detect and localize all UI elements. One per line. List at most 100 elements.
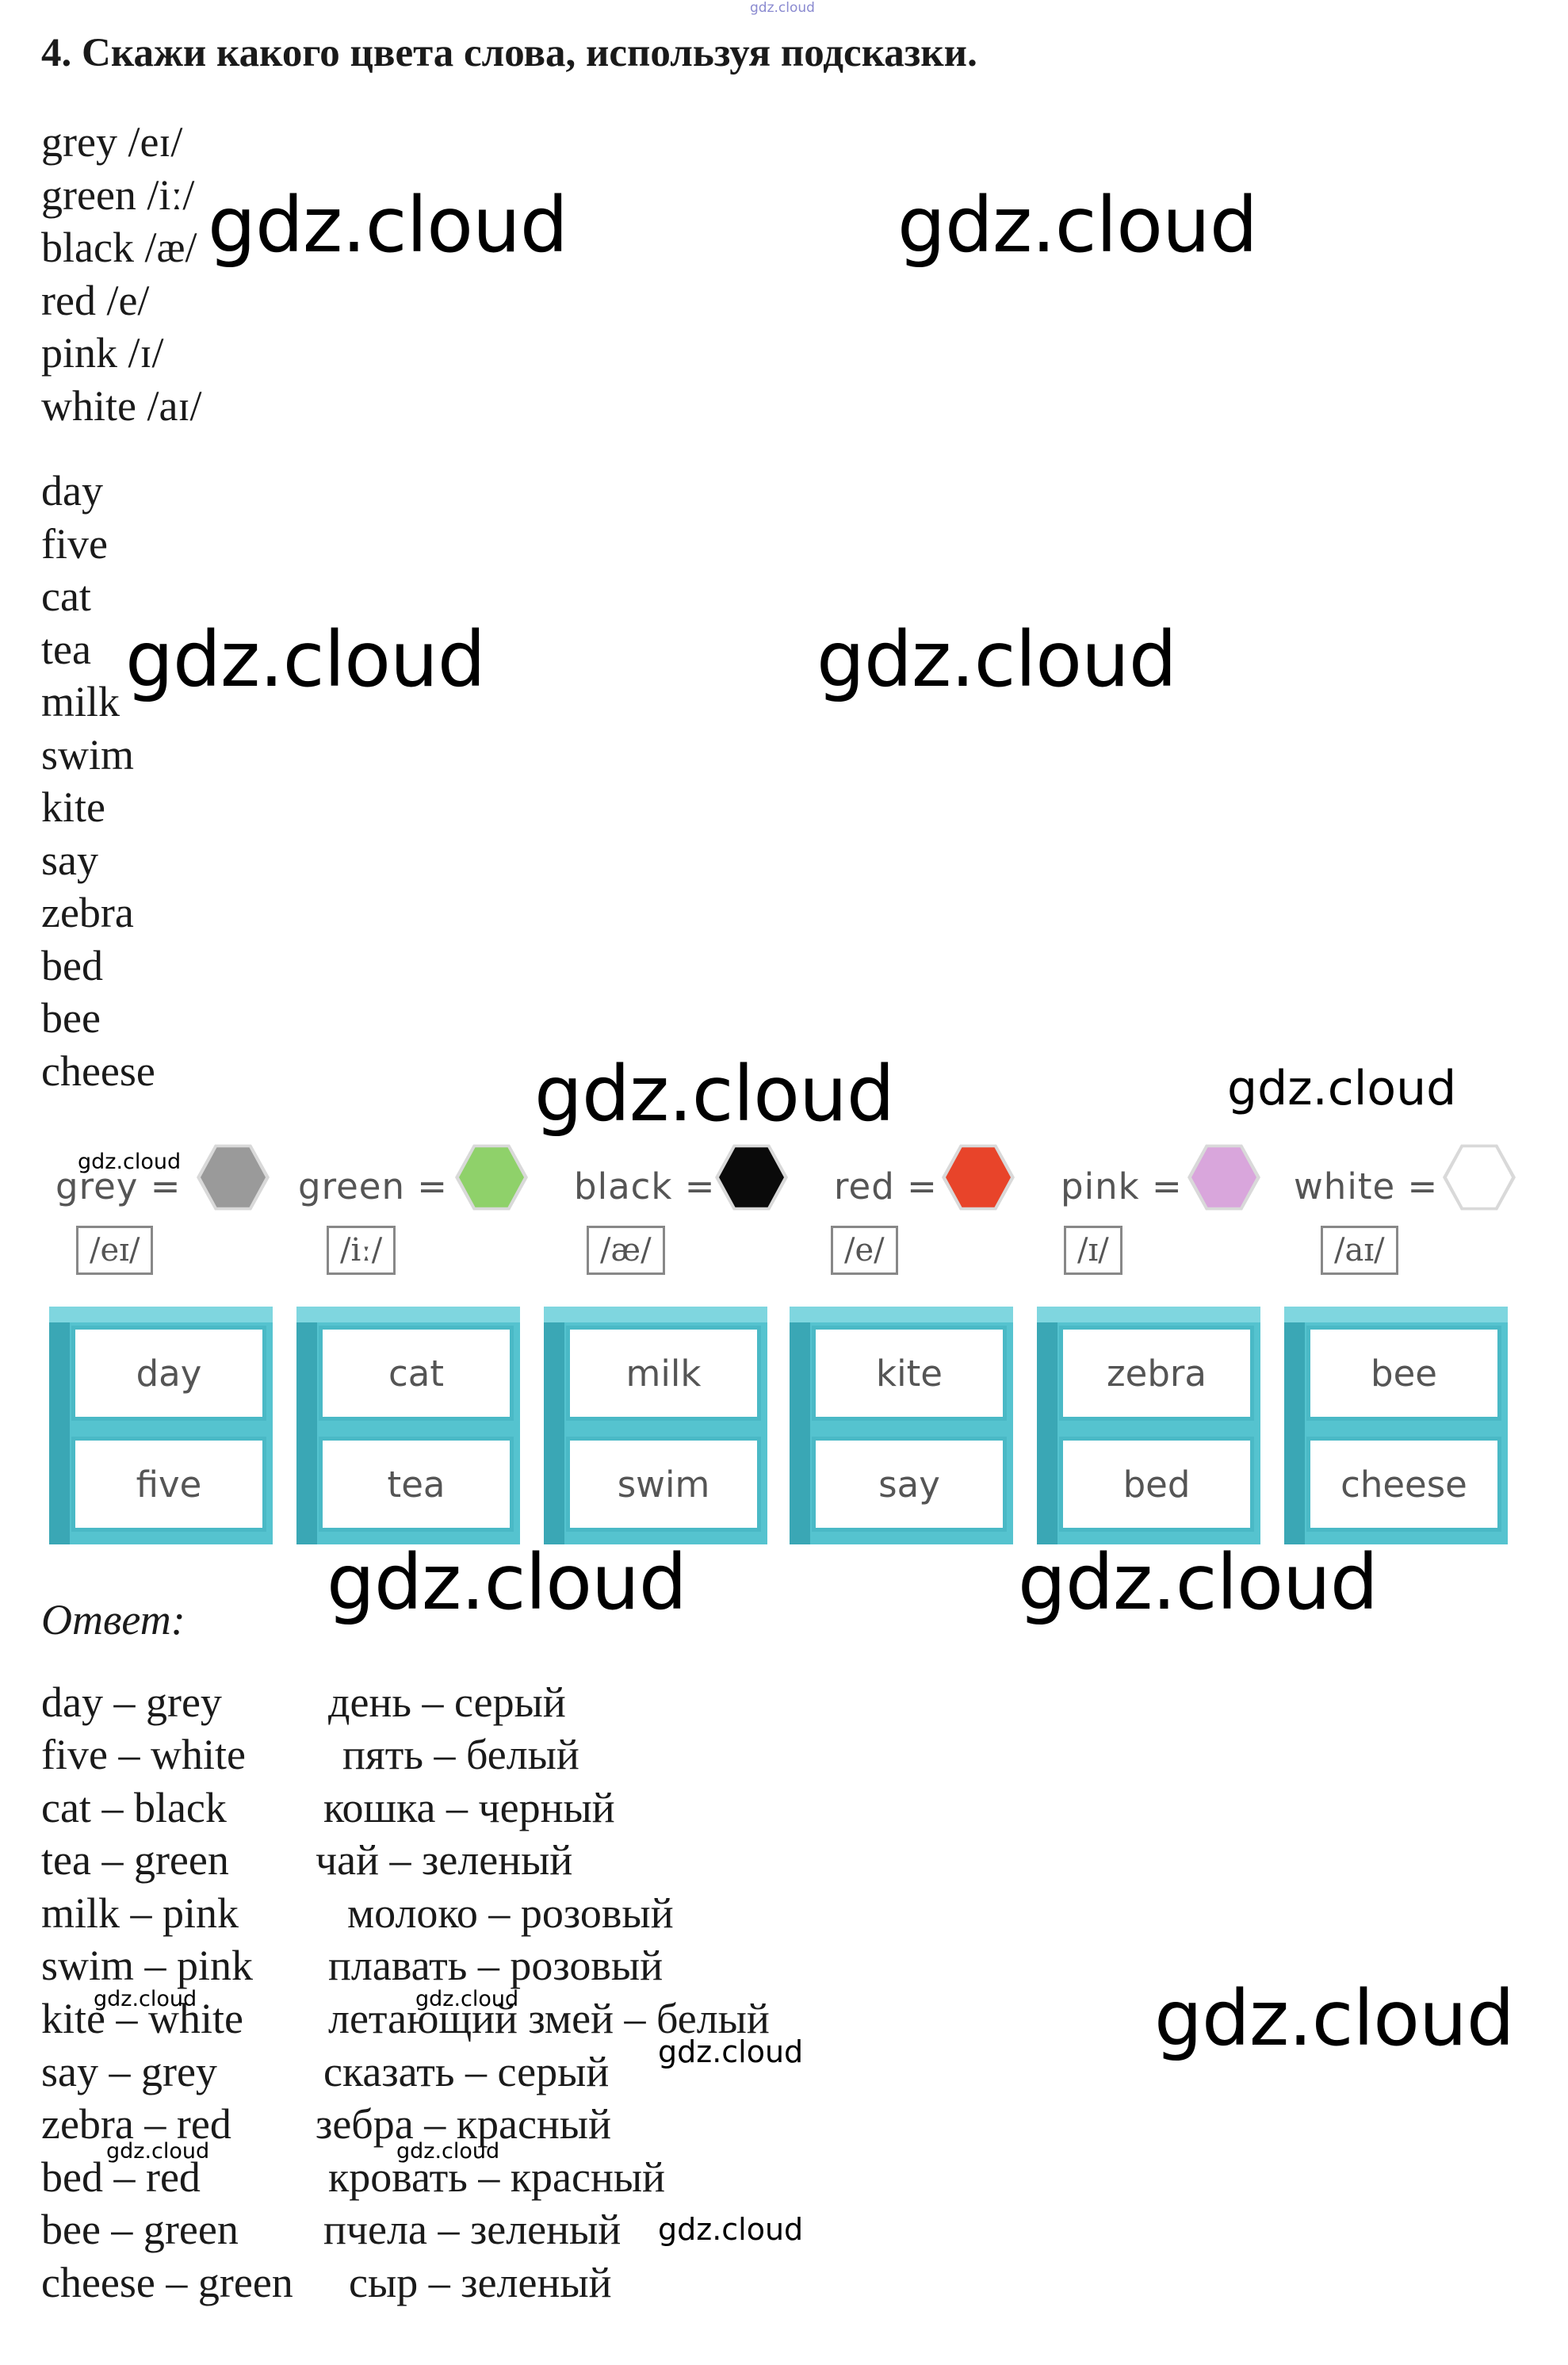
sound-list: grey /eɪ/ green /iː/ black /æ/ red /e/ p… — [41, 116, 201, 432]
answer-en: swim – pink — [41, 1942, 254, 1989]
ipa-box: /aɪ/ — [1321, 1226, 1398, 1275]
sound-item: white /aɪ/ — [41, 381, 202, 430]
watermark: gdz.cloud — [897, 181, 1258, 270]
sound-item: grey /eɪ/ — [41, 118, 183, 166]
word-item: cheese — [41, 1047, 155, 1095]
watermark: gdz.cloud — [1018, 1538, 1379, 1627]
block-column: bee cheese — [1284, 1307, 1508, 1544]
ipa-box: /eɪ/ — [76, 1226, 154, 1275]
color-word: pink = — [1061, 1165, 1183, 1207]
answer-en: zebra – red — [41, 2100, 231, 2148]
word-item: day — [41, 467, 103, 515]
answer-ru: кошка – черный — [323, 1784, 615, 1831]
block-word: milk — [566, 1326, 761, 1421]
answer-ru: сказать – серый — [323, 2048, 610, 2095]
block-word: bee — [1306, 1326, 1501, 1421]
color-chip-red: red = — [834, 1137, 1072, 1216]
answer-ru: чай – зеленый — [316, 1836, 573, 1884]
watermark: gdz.cloud — [1154, 1974, 1515, 2063]
answer-en: say – grey — [41, 2048, 217, 2095]
ipa-box: /e/ — [831, 1226, 898, 1275]
ipa-box: /æ/ — [587, 1226, 665, 1275]
block-column: kite say — [790, 1307, 1013, 1544]
answer-ru: летающий змей – белый — [328, 1995, 770, 2042]
answer-ru: плавать – розовый — [328, 1942, 664, 1989]
grey-swatch — [201, 1147, 266, 1207]
top-watermark: gdz.cloud — [750, 0, 815, 16]
answer-en: bee – green — [41, 2206, 239, 2253]
watermark: gdz.cloud — [94, 1987, 197, 2011]
answer-ru: пять – белый — [342, 1731, 579, 1778]
answer-ru: кровать – красный — [328, 2153, 666, 2201]
answer-en: kite – white — [41, 1995, 243, 2042]
block-column: day five — [49, 1307, 273, 1544]
color-chip-grey: grey = — [55, 1137, 293, 1216]
block-column: zebra bed — [1037, 1307, 1260, 1544]
black-swatch — [719, 1147, 784, 1207]
watermark: gdz.cloud — [415, 1987, 519, 2011]
block-word: cheese — [1306, 1437, 1501, 1532]
answer-label: Ответ: — [41, 1596, 185, 1644]
sound-item: green /iː/ — [41, 170, 195, 219]
color-word: white = — [1294, 1165, 1439, 1207]
block-column: cat tea — [296, 1307, 520, 1544]
word-item: milk — [41, 678, 120, 725]
color-chip-pink: pink = — [1061, 1137, 1298, 1216]
watermark: gdz.cloud — [327, 1538, 687, 1627]
sound-item: black /æ/ — [41, 224, 197, 271]
watermark: gdz.cloud — [208, 181, 568, 270]
word-item: cat — [41, 572, 91, 620]
watermark: gdz.cloud — [106, 2139, 210, 2164]
green-swatch — [459, 1147, 524, 1207]
word-item: zebra — [41, 889, 134, 936]
watermark: gdz.cloud — [658, 2034, 804, 2069]
answer-en: bed – red — [41, 2153, 201, 2201]
answer-en: cat – black — [41, 1784, 227, 1831]
word-item: bee — [41, 994, 101, 1042]
color-word: grey = — [55, 1165, 182, 1207]
watermark: gdz.cloud — [534, 1050, 895, 1138]
word-item: bed — [41, 941, 103, 989]
sound-item: red /e/ — [41, 276, 150, 324]
color-word: red = — [834, 1165, 938, 1207]
block-word: bed — [1059, 1437, 1254, 1532]
answer-ru: сыр – зеленый — [349, 2259, 612, 2306]
color-word: green = — [298, 1165, 448, 1207]
answer-en: tea – green — [41, 1836, 229, 1884]
block-word: day — [71, 1326, 266, 1421]
watermark: gdz.cloud — [125, 615, 486, 704]
answer-ru: молоко – розовый — [347, 1889, 674, 1937]
color-chip-white: white = — [1294, 1137, 1532, 1216]
answer-en: five – white — [41, 1731, 246, 1778]
color-sound-illustration: grey = /eɪ/ green = /iː/ black = /æ/ red… — [41, 1124, 1525, 1562]
answer-ru: зебра – красный — [316, 2100, 611, 2148]
word-item: swim — [41, 730, 135, 779]
block-word: say — [812, 1437, 1007, 1532]
block-word: tea — [319, 1437, 514, 1532]
block-word: swim — [566, 1437, 761, 1532]
ipa-box: /ɪ/ — [1064, 1226, 1122, 1275]
watermark: gdz.cloud — [658, 2212, 804, 2247]
sound-item: pink /ɪ/ — [41, 329, 164, 377]
word-item: tea — [41, 625, 91, 673]
block-word: five — [71, 1437, 266, 1532]
word-list: day five cat tea milk swim kite say zebr… — [41, 465, 155, 1097]
watermark: gdz.cloud — [817, 615, 1177, 704]
watermark: gdz.cloud — [396, 2139, 500, 2164]
word-item: say — [41, 836, 98, 884]
exercise-heading: 4. Скажи какого цвета слова, используя п… — [41, 31, 977, 75]
answer-ru: пчела – зеленый — [323, 2206, 621, 2253]
color-word: black = — [574, 1165, 716, 1207]
block-word: cat — [319, 1326, 514, 1421]
ipa-box: /iː/ — [327, 1226, 396, 1275]
word-item: kite — [41, 783, 105, 831]
answer-en: cheese – green — [41, 2259, 293, 2306]
word-item: five — [41, 519, 108, 568]
answer-en: day – grey — [41, 1678, 222, 1726]
block-word: kite — [812, 1326, 1007, 1421]
watermark: gdz.cloud — [78, 1150, 182, 1174]
color-chip-green: green = — [298, 1137, 536, 1216]
block-column: milk swim — [544, 1307, 767, 1544]
color-chip-black: black = — [574, 1137, 812, 1216]
answer-ru: день – серый — [328, 1678, 566, 1726]
